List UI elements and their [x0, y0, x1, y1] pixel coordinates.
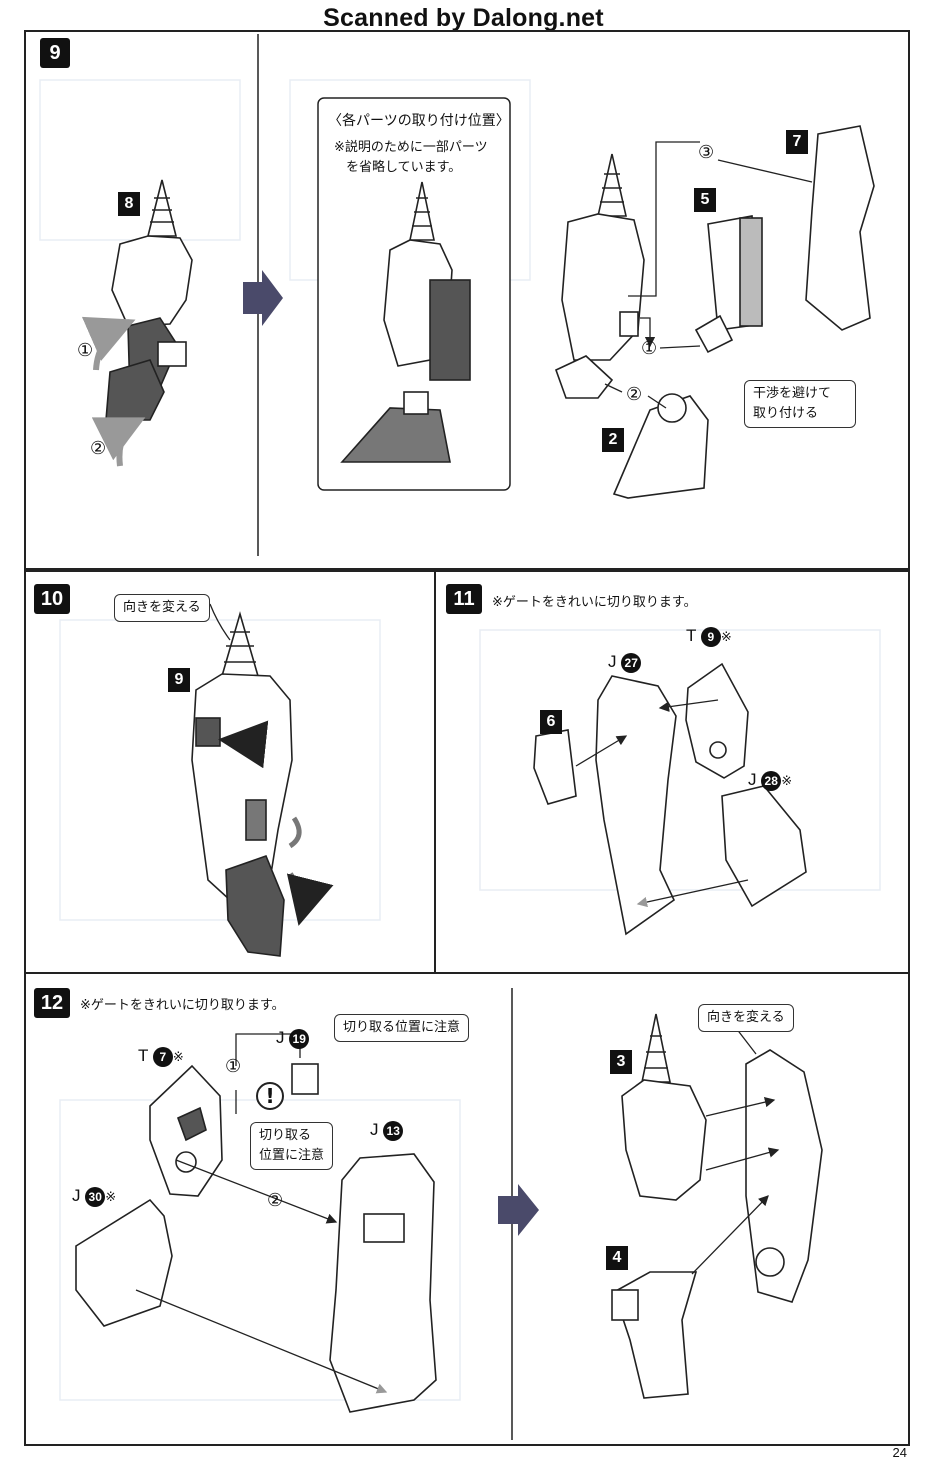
- step9-leg-figure: [105, 179, 193, 421]
- step9-inset-title: 〈各パーツの取り付け位置〉: [328, 113, 510, 129]
- step9-callout-line-2: 取り付ける: [753, 406, 819, 421]
- step11-note: ※ゲートをきれいに切り取ります。: [492, 595, 697, 610]
- runner-letter: T: [686, 626, 697, 645]
- step12-callout-cut-line-2: 位置に注意: [259, 1148, 325, 1163]
- step9-order-1-right: ①: [641, 338, 658, 359]
- step12-callout-cut-position: 切り取る位置に注意: [334, 1014, 470, 1042]
- runner-number: 9: [700, 626, 721, 647]
- step9-inset-note-1: ※説明のために一部パーツ: [334, 140, 488, 155]
- step-11-number: 11: [446, 584, 482, 614]
- step9-callout-line-1: 干渉を避けて: [753, 386, 832, 401]
- step10-leg-figure: [191, 611, 293, 957]
- runner-number: 28: [761, 770, 782, 791]
- step12-assembly-figure: [611, 1013, 823, 1399]
- page-number: 24: [892, 1445, 907, 1460]
- step-12-flow-arrow: [498, 1184, 539, 1236]
- step9-order-2-right: ②: [626, 384, 643, 405]
- step12-note: ※ゲートをきれいに切り取ります。: [80, 998, 285, 1013]
- part-4-label: 4: [606, 1246, 628, 1270]
- runner-number: 27: [621, 652, 642, 673]
- step11-runner-j27: J 27: [608, 652, 642, 673]
- warning-icon: !: [265, 1084, 275, 1108]
- step-12-panel: [24, 972, 910, 1446]
- runner-letter: J: [370, 1120, 379, 1139]
- part-9-label: 9: [168, 668, 190, 692]
- step12-runner-t7: T 7※: [138, 1046, 184, 1067]
- step10-callout-turn: 向きを変える: [114, 594, 210, 622]
- step11-runner-t9: T 9※: [686, 626, 732, 647]
- runner-letter: J: [608, 652, 617, 671]
- step12-order-2: ②: [267, 1190, 284, 1211]
- part-3-label: 3: [610, 1050, 632, 1074]
- runner-number: 7: [152, 1046, 173, 1067]
- runner-number: 19: [289, 1028, 310, 1049]
- step12-runner-j30: J 30※: [72, 1186, 116, 1207]
- runner-number: 30: [85, 1186, 106, 1207]
- step9-order-2-left: ②: [90, 438, 107, 459]
- step12-callout-turn: 向きを変える: [698, 1004, 794, 1032]
- step12-callout-cut-line-1: 切り取る: [259, 1128, 312, 1143]
- part-7-label: 7: [786, 130, 808, 154]
- part-5-label: 5: [694, 188, 716, 212]
- runner-number: 13: [383, 1120, 404, 1141]
- step12-runner-j19: J 19: [276, 1028, 310, 1049]
- part-6-label: 6: [540, 710, 562, 734]
- step-9-panel: [24, 30, 910, 570]
- step9-exploded-figure: [555, 125, 875, 499]
- runner-mark: ※: [172, 1049, 184, 1064]
- step-9-number: 9: [40, 38, 70, 68]
- step12-order-1: ①: [225, 1056, 242, 1077]
- part-2-label: 2: [602, 428, 624, 452]
- step-10-number: 10: [34, 584, 70, 614]
- part-8-label: 8: [118, 192, 140, 216]
- step-9-flow-arrow: [243, 270, 283, 326]
- runner-letter: T: [138, 1046, 149, 1065]
- step-12-number: 12: [34, 988, 70, 1018]
- step9-inset-note-2: を省略しています。: [346, 160, 462, 175]
- step9-callout-avoid-interference: 干渉を避けて 取り付ける: [744, 380, 856, 428]
- runner-letter: J: [748, 770, 757, 789]
- runner-letter: J: [276, 1028, 285, 1047]
- step11-runner-j28: J 28※: [748, 770, 792, 791]
- step9-order-1-left: ①: [77, 340, 94, 361]
- step9-order-3-right: ③: [698, 142, 715, 163]
- step12-runner-j13: J 13: [370, 1120, 404, 1141]
- runner-letter: J: [72, 1186, 81, 1205]
- step12-armor-figure: [75, 1063, 437, 1413]
- step11-armor-figure: [533, 662, 807, 936]
- runner-mark: ※: [781, 773, 793, 788]
- runner-mark: ※: [105, 1189, 117, 1204]
- runner-mark: ※: [720, 629, 732, 644]
- step12-callout-cut-position-2: 切り取る 位置に注意: [250, 1122, 334, 1170]
- watermark: Scanned by Dalong.net: [323, 4, 604, 32]
